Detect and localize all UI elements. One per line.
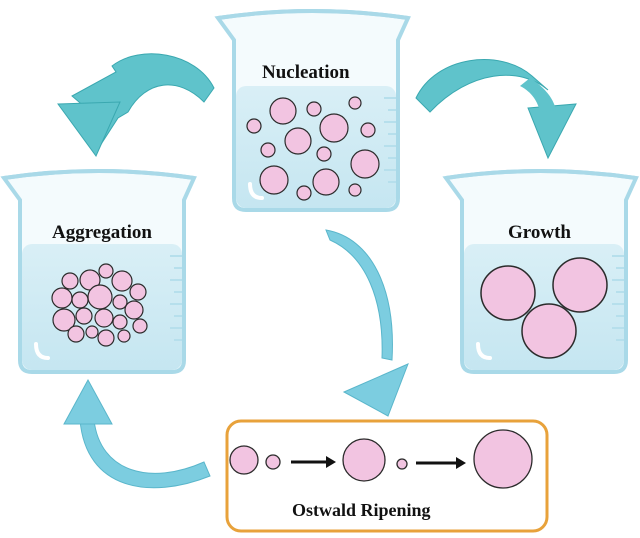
nucleation-particles xyxy=(246,96,380,201)
curved-arrow-icon xyxy=(57,53,215,157)
right-arrow-icon xyxy=(291,456,336,468)
grown-particles xyxy=(480,257,608,359)
curved-arrow-icon xyxy=(415,59,577,160)
aggregation-label: Aggregation xyxy=(52,222,152,243)
aggregated-cluster xyxy=(51,263,148,347)
nucleation-label: Nucleation xyxy=(262,62,350,83)
beaker-scale xyxy=(612,255,624,341)
ostwald-ripening-box xyxy=(225,419,549,533)
right-arrow-icon xyxy=(416,457,466,469)
ostwald-ripening-label: Ostwald Ripening xyxy=(292,500,431,520)
growth-label: Growth xyxy=(508,222,571,243)
beaker-growth xyxy=(442,169,639,374)
beaker-scale xyxy=(170,255,182,341)
beaker-scale xyxy=(384,97,396,183)
curved-arrow-icon xyxy=(325,229,409,417)
beaker-aggregation xyxy=(0,169,197,374)
curved-arrow-icon xyxy=(63,378,211,489)
beaker-nucleation xyxy=(214,9,411,212)
ripening-particles xyxy=(229,429,533,489)
